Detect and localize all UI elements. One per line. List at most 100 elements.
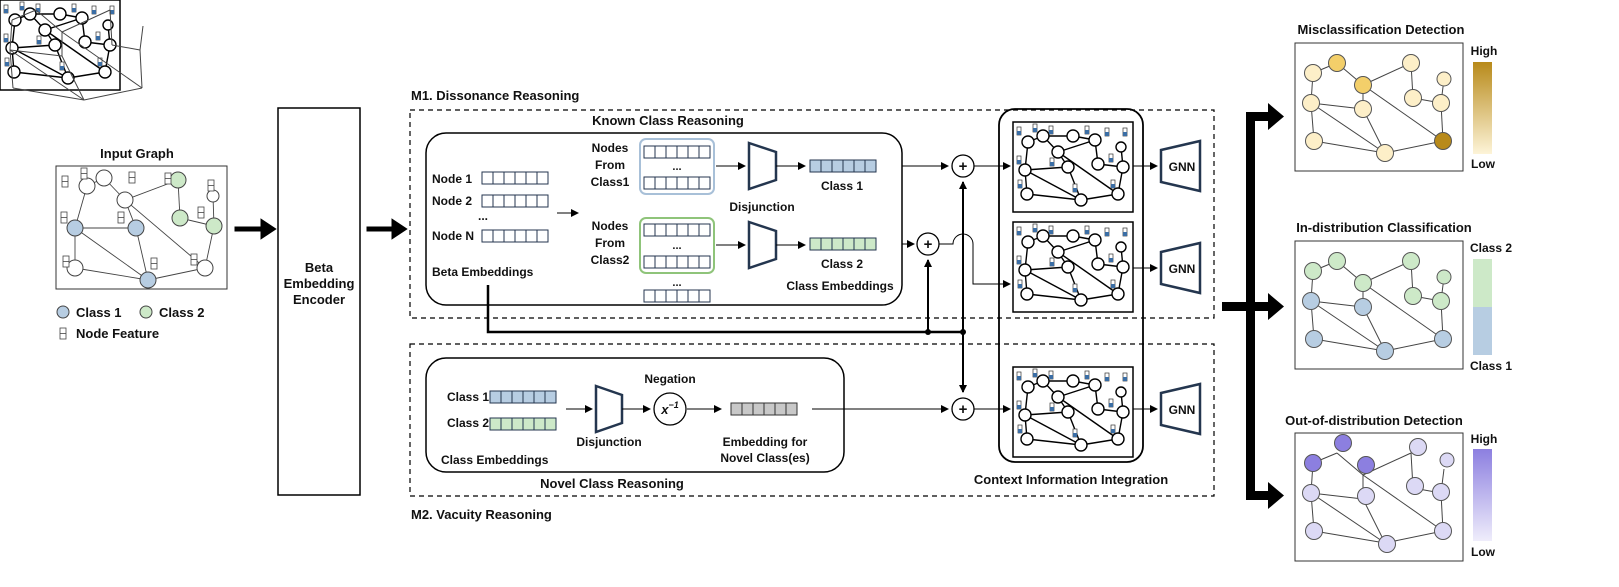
legend-class2: Class 2 [159, 305, 205, 320]
output-branch-arrows [1222, 103, 1284, 509]
class1-group-bar-bottom [643, 176, 711, 190]
encoder-line2: Embedding [284, 276, 355, 291]
class2-group-dots: ... [672, 240, 681, 252]
node2-label: Node 2 [432, 194, 472, 208]
novel-class-embedding [730, 402, 798, 416]
legend-feature-icon [59, 327, 67, 340]
novel-class-box [425, 357, 845, 473]
nodes-from-2-a: Nodes [592, 219, 629, 233]
nodes-from-1-c: Class1 [591, 175, 630, 189]
m1-dashed-box [409, 109, 1215, 319]
svg-text:+: + [959, 401, 968, 418]
legend-class1-swatch [56, 305, 70, 319]
disjunction-trapezoid-2 [747, 220, 778, 270]
node-dots: ... [478, 209, 488, 223]
negation-symbol: x−1 [660, 400, 679, 417]
class2-group-bar-bottom [643, 255, 711, 269]
legend-class1: Class 1 [76, 305, 122, 320]
novel-class-title: Novel Class Reasoning [540, 476, 684, 491]
context-integration-box [998, 108, 1144, 463]
m1-class2-label: Class 2 [821, 257, 863, 271]
ood-title: Out-of-distribution Detection [1285, 413, 1463, 428]
context-graph-3 [1013, 367, 1133, 457]
beta-encoder-box [277, 107, 361, 496]
m2-class-embeddings-label: Class Embeddings [441, 453, 549, 467]
nodes-from-1-a: Nodes [592, 141, 629, 155]
nodeN-embedding [481, 229, 549, 243]
junction-dot-1 [925, 329, 931, 335]
class1-embedding [809, 159, 877, 173]
context-title: Context Information Integration [974, 472, 1168, 487]
disjunction-trapezoid-1 [747, 141, 778, 191]
novel-line2: Novel Class(es) [720, 451, 809, 465]
m1-disjunction-label: Disjunction [729, 200, 794, 214]
class1-group-frame [639, 138, 715, 195]
arrow-to-m1 [366, 218, 408, 240]
ood-graph-nodes [1302, 434, 1455, 553]
class1-group-dots: ... [672, 161, 681, 173]
node1-embedding [481, 171, 549, 185]
arrow-to-encoder [234, 218, 277, 240]
class1-group-bar-top [643, 145, 711, 159]
nodes-from-2-b: From [595, 236, 625, 250]
indist-graph-nodes [1302, 252, 1452, 360]
svg-text:GNN: GNN [1169, 262, 1196, 276]
m1-class1-label: Class 1 [821, 179, 863, 193]
misclass-high: High [1471, 44, 1498, 58]
class2-embedding [809, 237, 877, 251]
ood-low: Low [1471, 545, 1496, 559]
m2-class2-label: Class 2 [447, 416, 489, 430]
class2-group-bar-top [643, 223, 711, 237]
beta-embedding-feedback-line [486, 285, 963, 334]
legend-feature: Node Feature [76, 326, 159, 341]
negation-circle [653, 392, 687, 426]
m2-disjunction-label: Disjunction [576, 435, 641, 449]
node2-embedding [481, 194, 549, 208]
context-graph-1 [1013, 122, 1133, 212]
nodes-from-2-c: Class2 [591, 253, 630, 267]
indist-colorbar-class1 [1473, 307, 1492, 355]
m1-title: M1. Dissonance Reasoning [411, 88, 579, 103]
novel-line1: Embedding for [723, 435, 808, 449]
misclass-low: Low [1471, 157, 1496, 171]
misclass-colorbar [1473, 62, 1492, 154]
legend-class2-swatch [139, 305, 153, 319]
indist-class2: Class 2 [1470, 241, 1512, 255]
misclass-graph-nodes [1302, 54, 1452, 162]
beta-embeddings-label: Beta Embeddings [432, 265, 534, 279]
plus-node-2: + [916, 232, 940, 256]
plus-node-1: + [951, 154, 975, 178]
gnn-block-3: GNN [1159, 382, 1202, 436]
svg-text:GNN: GNN [1169, 160, 1196, 174]
m2-class2-embedding [489, 417, 557, 431]
gnn-block-1: GNN [1159, 139, 1202, 193]
context-graph-2 [1013, 222, 1133, 312]
negation-label: Negation [644, 372, 695, 386]
junction-dot-2 [960, 329, 966, 335]
svg-text:GNN: GNN [1169, 403, 1196, 417]
known-class-box [425, 132, 903, 306]
input-graph-title: Input Graph [100, 146, 174, 161]
ood-colorbar [1473, 449, 1492, 541]
encoder-line1: Beta [305, 260, 334, 275]
ood-high: High [1471, 432, 1498, 446]
m2-title: M2. Vacuity Reasoning [411, 507, 552, 522]
m1-class-embeddings-label: Class Embeddings [786, 279, 894, 293]
extra-group-dots: ... [672, 277, 681, 289]
node1-label: Node 1 [432, 172, 472, 186]
svg-text:+: + [959, 158, 968, 175]
misclass-title: Misclassification Detection [1298, 22, 1465, 37]
encoder-line3: Encoder [293, 292, 345, 307]
nodes-from-1-b: From [595, 158, 625, 172]
plus-node-3: + [951, 397, 975, 421]
svg-text:+: + [924, 236, 933, 253]
m2-class1-label: Class 1 [447, 390, 489, 404]
gnn-block-2: GNN [1159, 241, 1202, 295]
nodeN-label: Node N [432, 229, 474, 243]
indist-class1: Class 1 [1470, 359, 1512, 373]
indist-title: In-distribution Classification [1296, 220, 1472, 235]
m2-dashed-box [409, 343, 1215, 497]
indist-colorbar-class2 [1473, 259, 1492, 307]
arrow-plus2-to-ctx2 [939, 233, 1011, 288]
